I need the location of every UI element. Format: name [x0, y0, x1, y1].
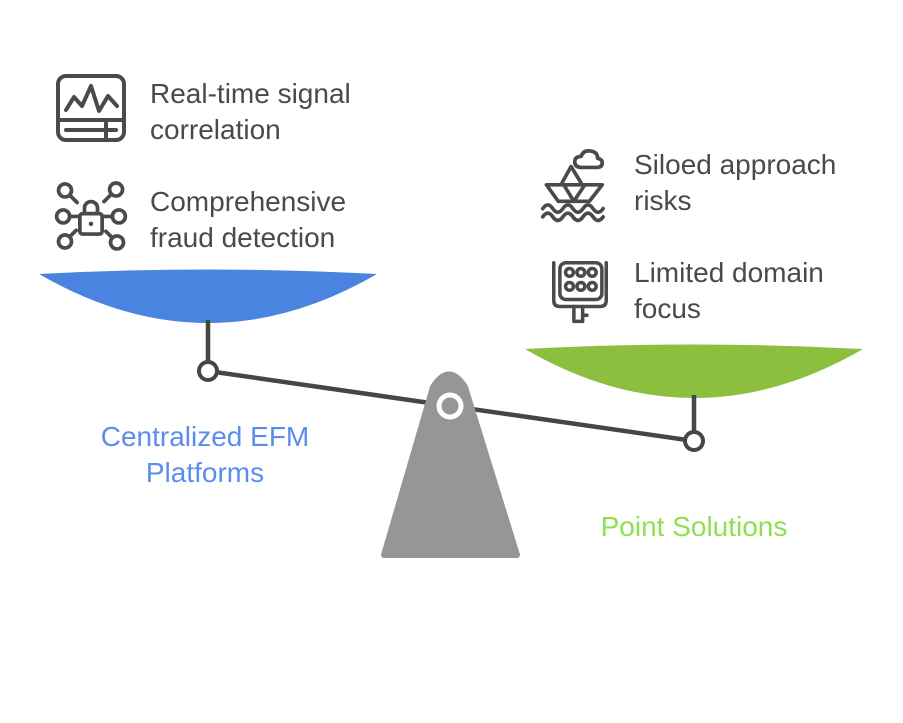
right-pan-label: Point Solutions: [600, 511, 788, 542]
right-pan: [525, 344, 863, 398]
left-pan: [39, 269, 377, 323]
network-lock-icon: [54, 181, 128, 251]
right-beam-joint: [683, 430, 705, 452]
boat-waves-icon: [540, 149, 605, 223]
pivot-ring: [436, 392, 464, 420]
fulcrum: [381, 371, 520, 558]
feature-label-comprehensive-fraud-detection: Comprehensive fraud detection: [150, 186, 347, 253]
left-beam-joint: [197, 360, 219, 382]
feature-label-limited-domain-focus: Limited domain focus: [634, 257, 824, 324]
feature-label-real-time-signal-correlation: Real-time signal correlation: [150, 78, 351, 145]
panel-lights-icon: [552, 261, 608, 324]
signal-monitor-icon: [56, 74, 126, 142]
left-pan-label: Centralized EFM Platforms: [100, 421, 310, 488]
feature-label-siloed-approach-risks: Siloed approach risks: [634, 149, 837, 216]
